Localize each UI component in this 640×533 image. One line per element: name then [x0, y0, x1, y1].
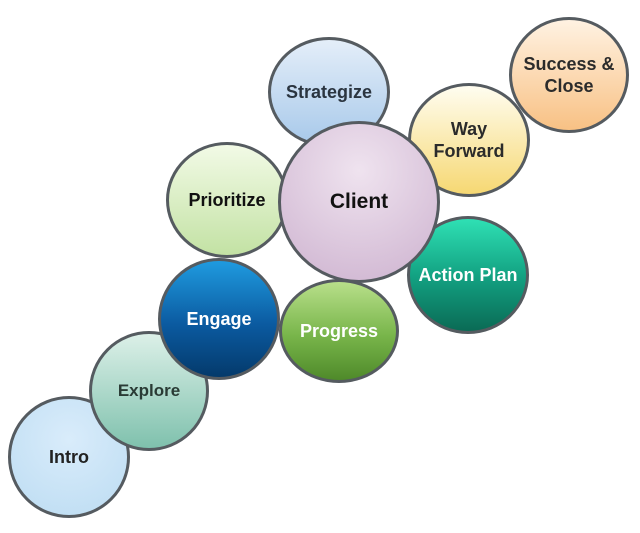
bubble-client[interactable]: Client [278, 121, 440, 283]
bubble-label-success-close: Success & Close [523, 53, 615, 97]
bubble-label-prioritize: Prioritize [188, 189, 266, 210]
bubble-label-explore: Explore [117, 381, 181, 401]
bubble-label-way-forward: Way Forward [433, 118, 505, 162]
bubble-label-strategize: Strategize [285, 81, 373, 102]
bubble-explore[interactable]: Explore [89, 331, 209, 451]
bubble-label-intro: Intro [49, 446, 89, 467]
bubble-prioritize[interactable]: Prioritize [166, 142, 288, 258]
bubble-label-action-plan: Action Plan [418, 264, 518, 285]
bubble-engage[interactable]: Engage [158, 258, 280, 380]
bubble-label-client: Client [329, 189, 389, 213]
bubble-success-close[interactable]: Success & Close [509, 17, 629, 133]
bubble-progress[interactable]: Progress [279, 279, 399, 383]
bubble-label-progress: Progress [299, 320, 379, 341]
bubble-label-engage: Engage [186, 308, 252, 329]
